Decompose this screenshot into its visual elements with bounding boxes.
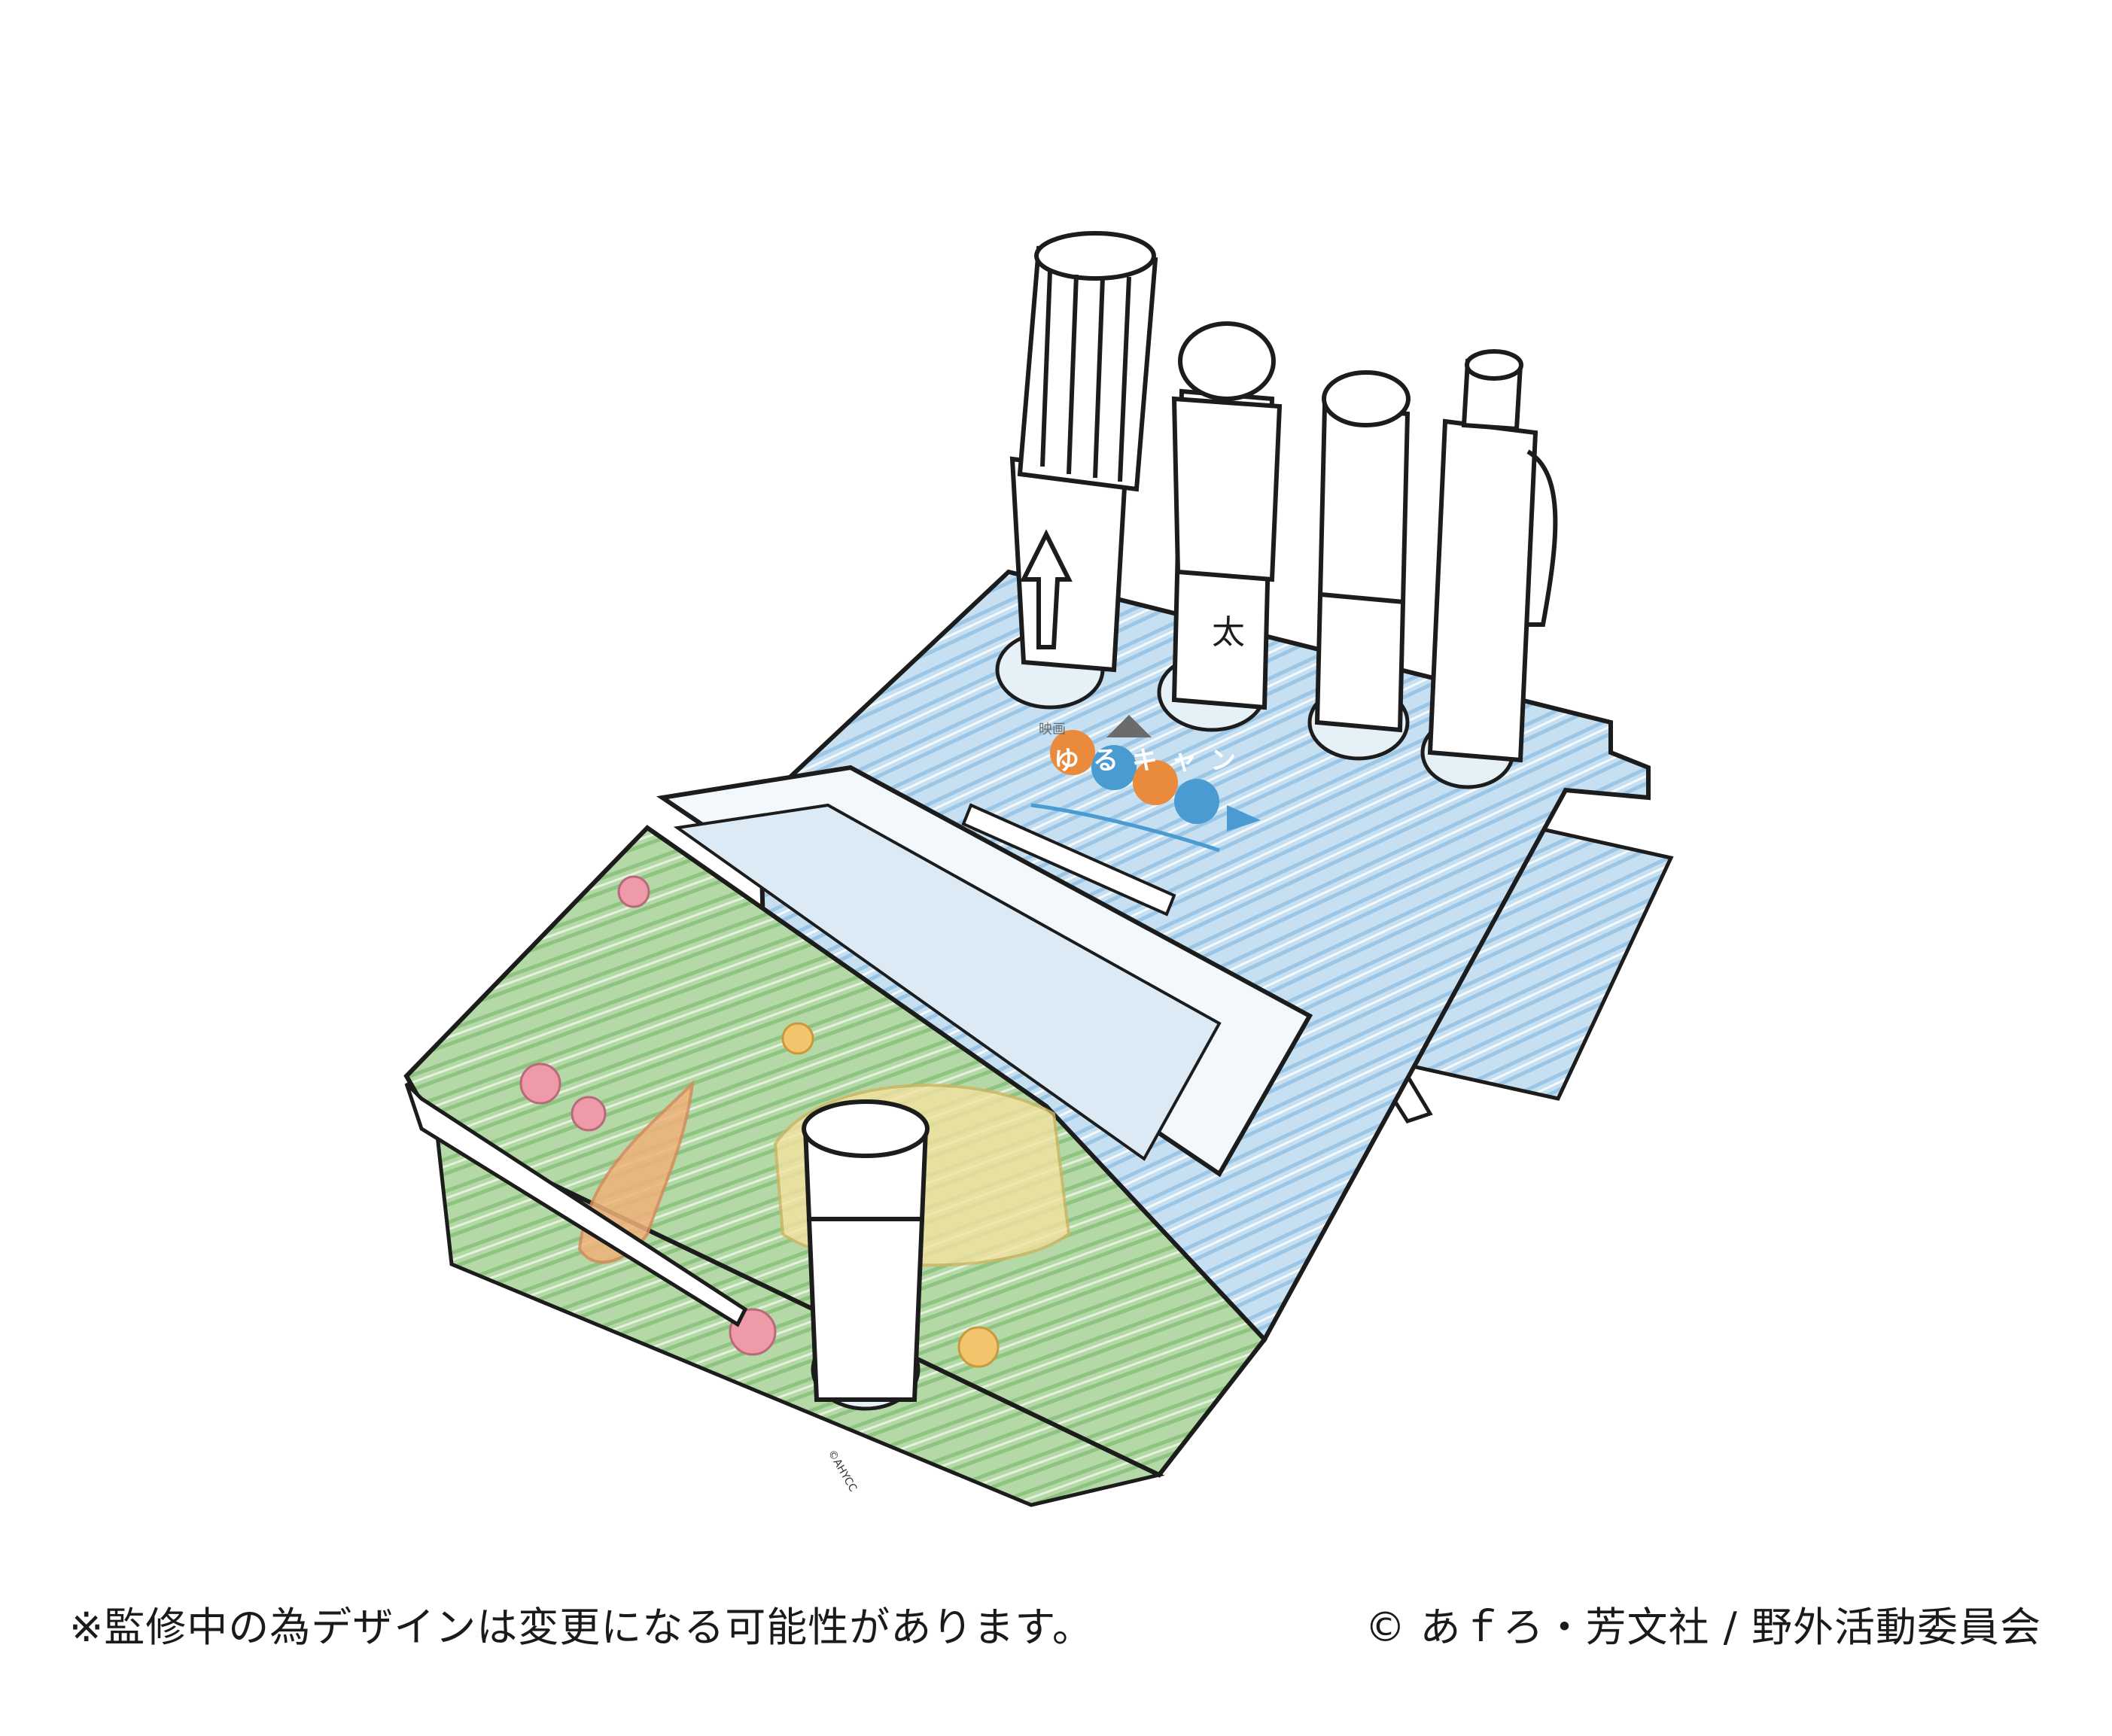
logo-text: ゆるキャン: [1054, 746, 1249, 776]
marker-pen-2: [1171, 321, 1283, 710]
logo-small-text: 映画: [1039, 722, 1066, 737]
flame-decoration: [577, 1079, 695, 1264]
pen-label: 太: [1212, 613, 1245, 652]
corner-mark: ©AHYCC: [826, 1448, 860, 1494]
marker-pen-1: [1009, 231, 1158, 673]
design-change-notice: ※監修中の為デザインは変更になる可能性があります。: [69, 1604, 1094, 1651]
ballpoint-pen: [1427, 349, 1558, 763]
copyright-notice: © あｆろ・芳文社 / 野外活動委員会: [1365, 1604, 2041, 1651]
marker-pen-3: [1314, 370, 1411, 733]
logo-badge: ゆるキャン 映画: [1030, 715, 1261, 853]
phone-rest-front: [673, 803, 1222, 1161]
phone-rest-slot: [961, 803, 1176, 917]
stick-container: [802, 1099, 930, 1402]
side-guard: [404, 1082, 748, 1327]
pen-stand-illustration: 太 ゆるキャン 映画: [403, 231, 1674, 1507]
